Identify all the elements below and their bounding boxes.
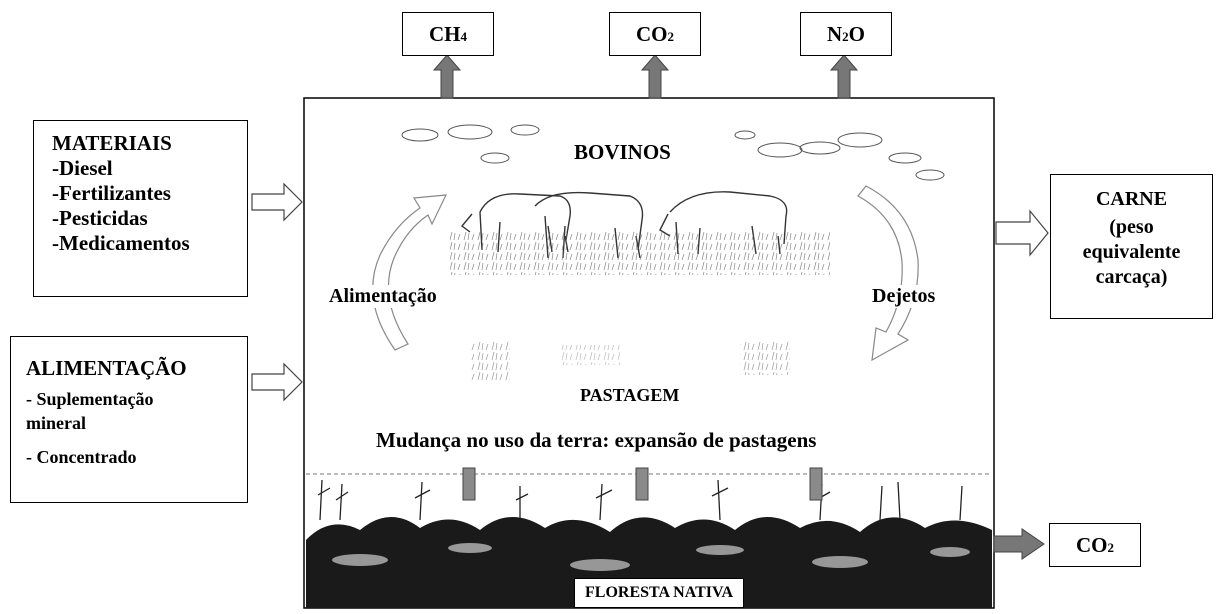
carne-line: equivalente bbox=[1082, 241, 1181, 263]
floresta-nativa-label: FLORESTA NATIVA bbox=[574, 578, 745, 608]
dejetos-cycle-label: Dejetos bbox=[870, 285, 938, 308]
gas-label: CO bbox=[636, 21, 668, 46]
materiais-item: -Diesel bbox=[52, 156, 113, 180]
gas-label: CO bbox=[1076, 532, 1108, 557]
distant-cattle-sketch bbox=[401, 124, 945, 181]
gas-subscript: 2 bbox=[1107, 540, 1115, 555]
output-arrow bbox=[995, 209, 1049, 257]
gas-label-tail: O bbox=[848, 21, 865, 46]
gas-subscript: 4 bbox=[460, 29, 468, 44]
grass-sketch bbox=[450, 230, 830, 275]
carne-line: CARNE bbox=[1095, 188, 1168, 210]
materiais-item: -Fertilizantes bbox=[52, 181, 171, 205]
forest-illustration bbox=[306, 473, 992, 608]
alimentacao-item: - Concentrado bbox=[26, 447, 137, 467]
materiais-item: -Medicamentos bbox=[52, 231, 190, 255]
materiais-title: MATERIAIS bbox=[52, 131, 172, 155]
alimentacao-cycle-label: Alimentação bbox=[327, 285, 439, 308]
materiais-item: -Pesticidas bbox=[52, 206, 148, 230]
gas-label: N bbox=[826, 21, 843, 46]
gas-label: CH bbox=[429, 21, 461, 46]
alimentacao-input-box: ALIMENTAÇÃO - Suplementação mineral - Co… bbox=[10, 336, 248, 503]
land-use-arrows bbox=[462, 467, 823, 501]
carne-line: carcaça) bbox=[1095, 266, 1168, 288]
bovinos-label: BOVINOS bbox=[570, 140, 675, 165]
alimentacao-item: - Suplementação bbox=[26, 389, 154, 409]
carne-output-box: CARNE (peso equivalente carcaça) bbox=[1050, 174, 1213, 319]
emission-arrows bbox=[432, 54, 1045, 560]
alimentacao-title: ALIMENTAÇÃO bbox=[26, 356, 187, 380]
pastagem-label: PASTAGEM bbox=[576, 385, 684, 406]
land-use-change-label: Mudança no uso da terra: expansão de pas… bbox=[372, 428, 821, 453]
carne-line: (peso bbox=[1109, 216, 1154, 238]
input-arrows bbox=[251, 182, 303, 402]
materiais-input-box: MATERIAIS -Diesel -Fertilizantes -Pestic… bbox=[33, 120, 248, 297]
gas-subscript: 2 bbox=[667, 29, 675, 44]
gas-subscript: 2 bbox=[842, 29, 849, 44]
alimentacao-item: mineral bbox=[26, 413, 86, 433]
